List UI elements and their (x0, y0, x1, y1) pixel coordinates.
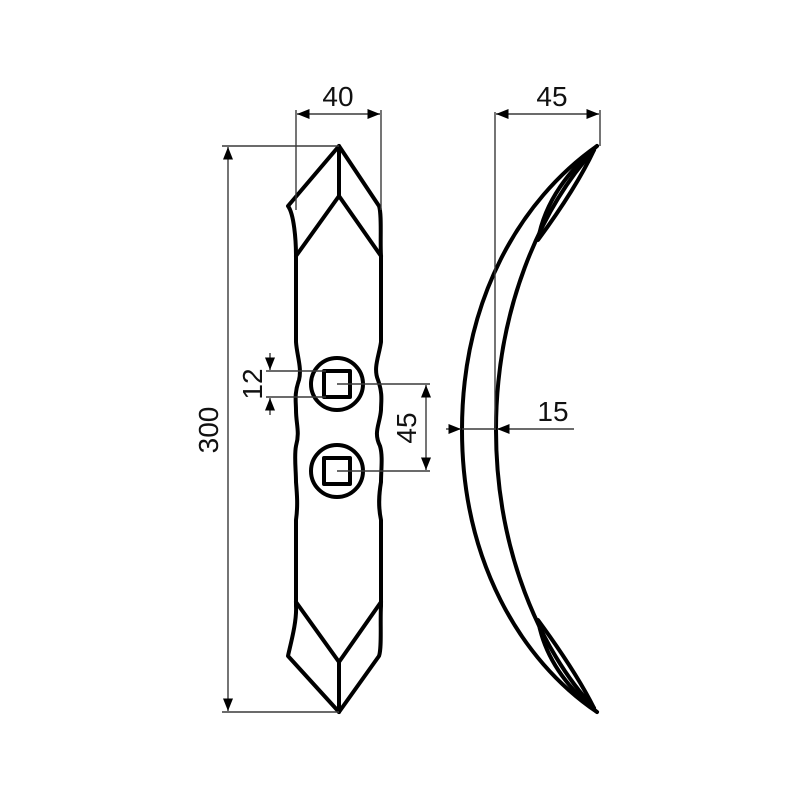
dimension-depth: 45 (494, 81, 601, 430)
dimension-length: 300 (193, 145, 339, 713)
dimension-width: 40 (295, 81, 382, 210)
dimension-hole-size: 12 (237, 353, 326, 415)
length-label: 300 (193, 407, 224, 454)
hole-spacing-label: 45 (391, 412, 422, 443)
bottom-bevel-lines (294, 600, 383, 714)
depth-label: 45 (536, 81, 567, 112)
blade-edge-bottom (536, 618, 599, 714)
hole-size-label: 12 (237, 368, 268, 399)
dimension-hole-spacing: 45 (337, 383, 432, 472)
thickness-label: 15 (537, 396, 568, 427)
front-view (286, 144, 384, 714)
blade-inner-curve (494, 148, 596, 710)
blade-edge-top (536, 144, 599, 242)
width-label: 40 (322, 81, 353, 112)
dimension-thickness: 15 (446, 396, 574, 435)
side-view (460, 144, 599, 714)
blade-outline-front (286, 144, 384, 714)
top-bevel-lines (294, 144, 383, 258)
blade-outline-side (460, 144, 599, 714)
